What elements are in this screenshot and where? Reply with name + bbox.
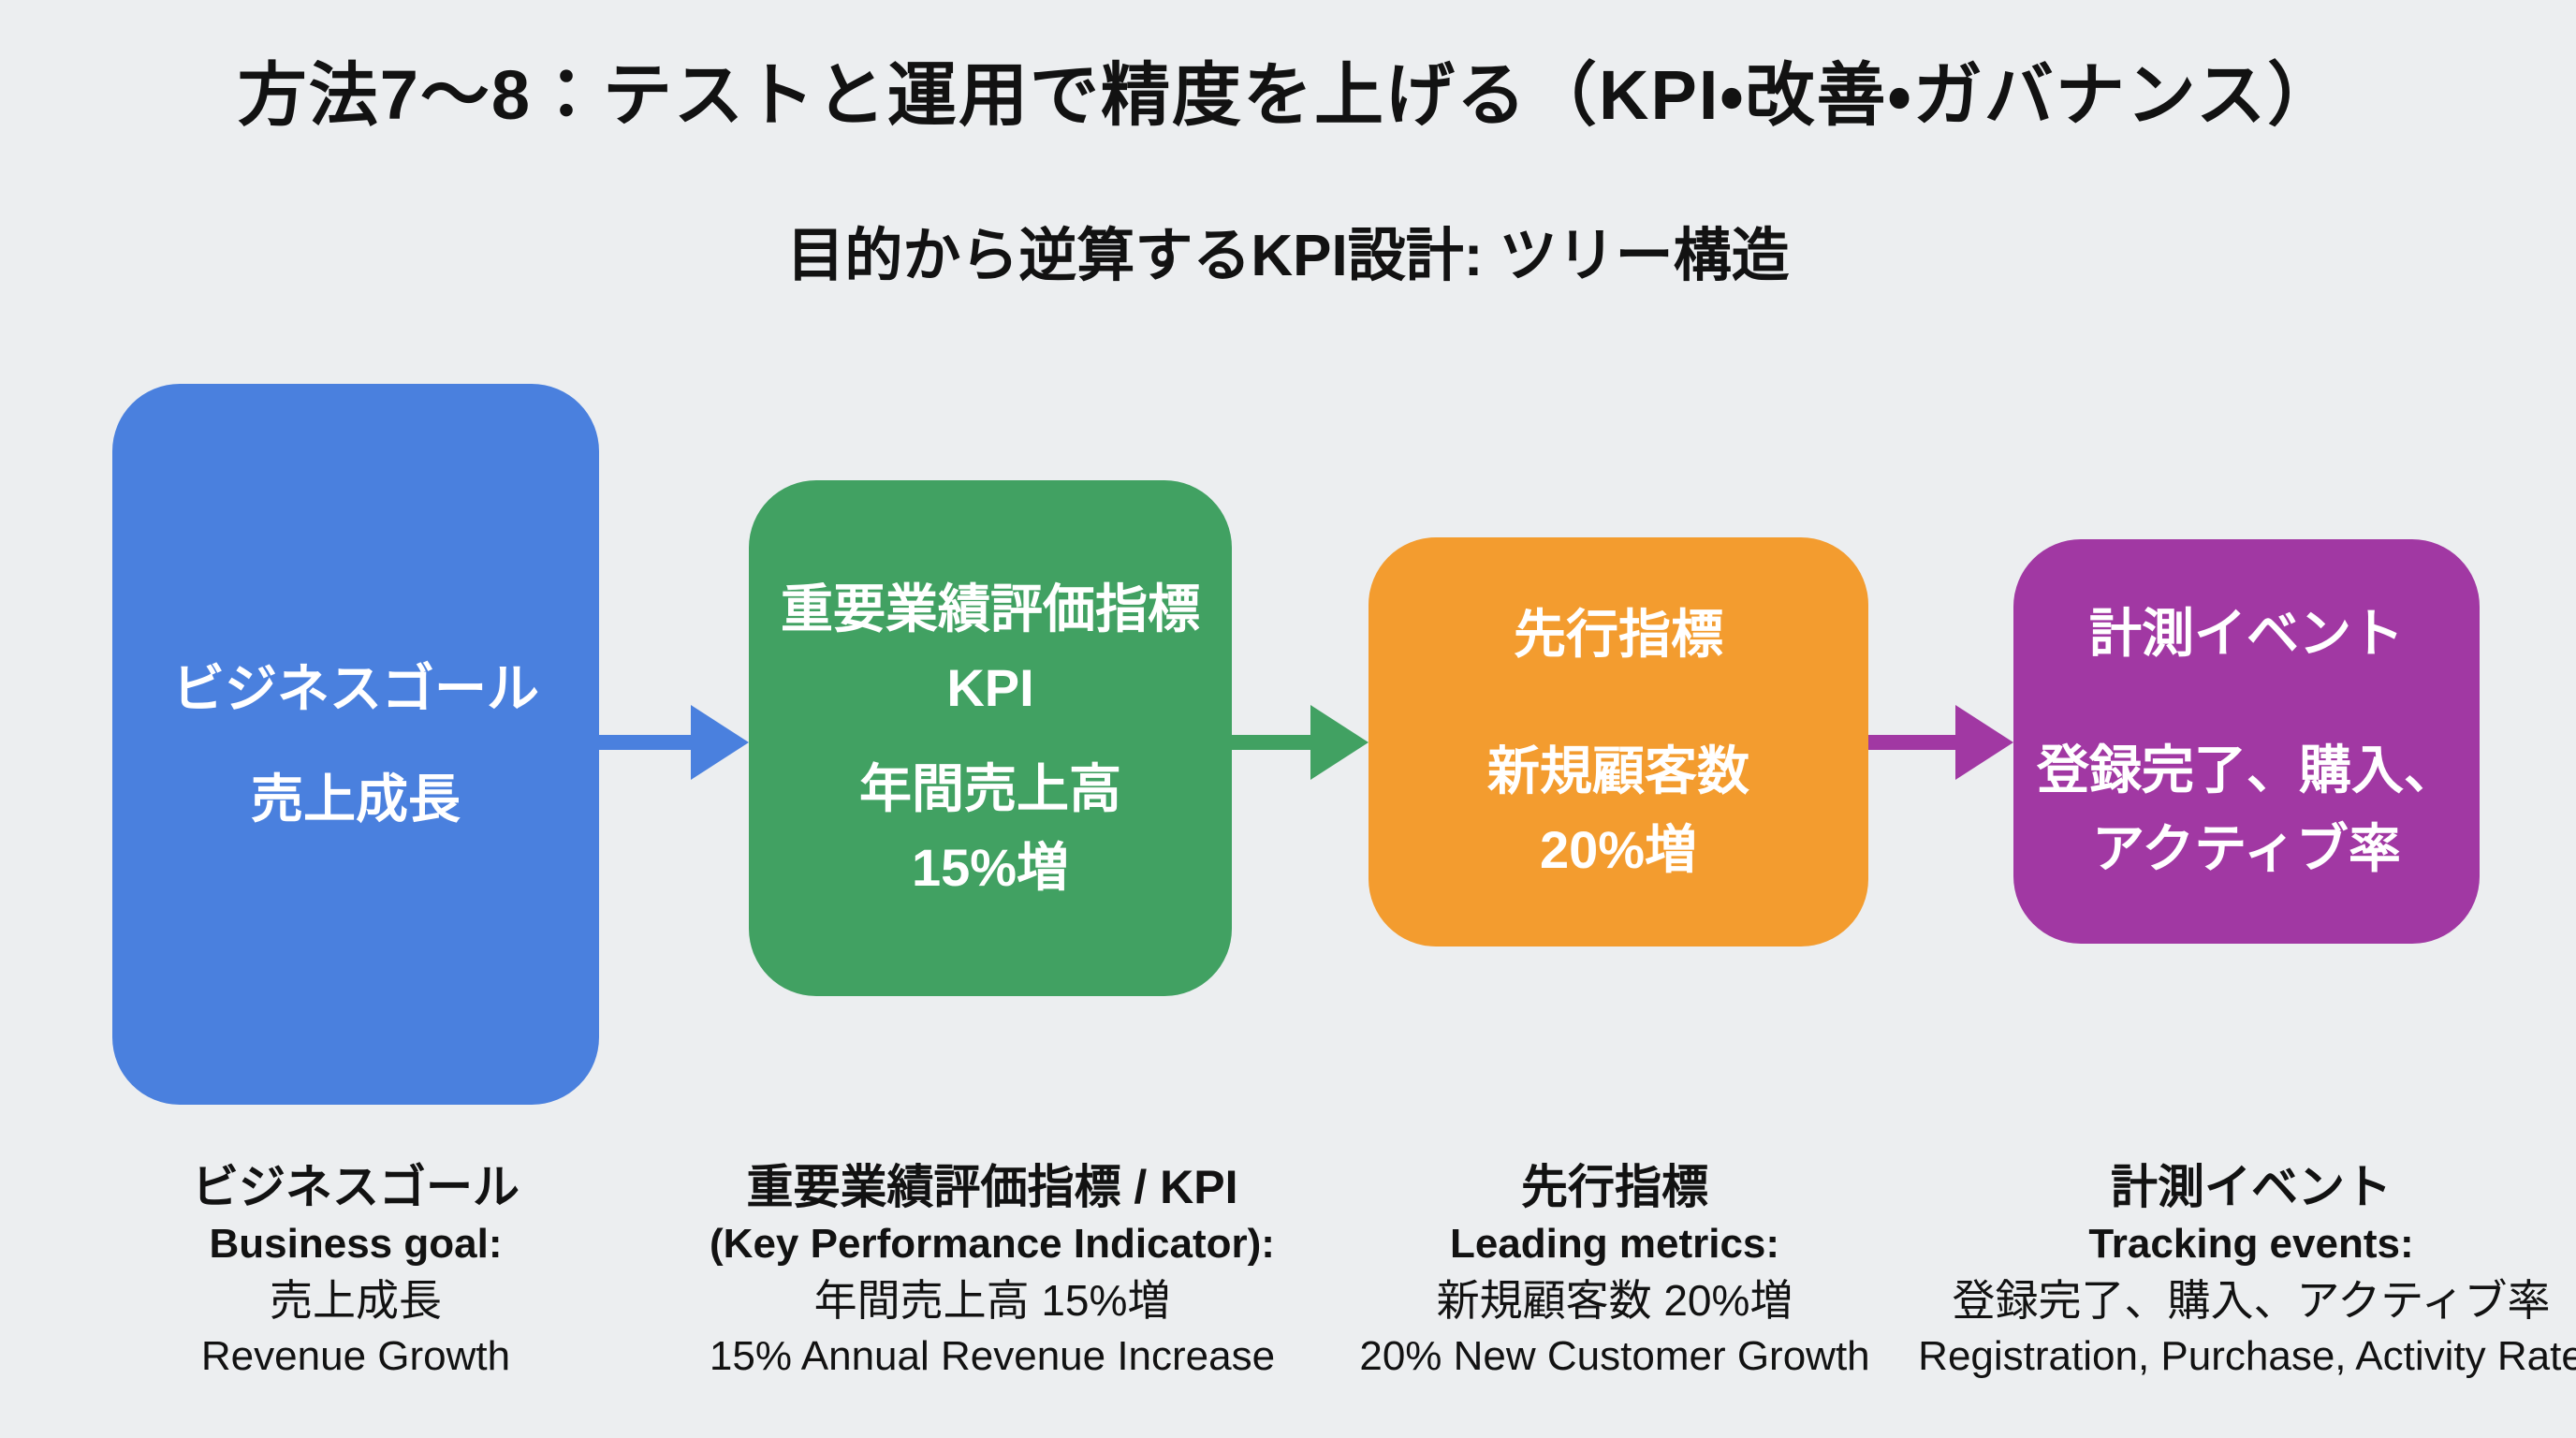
label-en-detail: 15% Annual Revenue Increase xyxy=(709,1333,1276,1379)
node-line: 年間売上高 xyxy=(859,758,1121,818)
node-line: 20%増 xyxy=(1539,819,1698,879)
node-line: 先行指標 xyxy=(1514,604,1723,664)
label-leading-metrics: 先行指標 Leading metrics: 新規顧客数 20%増 20% New… xyxy=(1315,1157,1914,1384)
label-en-detail: Revenue Growth xyxy=(200,1333,511,1379)
page-title: 方法7〜8：テストと運用で精度を上げる（KPI・改善・ガバナンス） xyxy=(237,56,2339,134)
node-text-group: 新規顧客数 20%増 xyxy=(1487,732,1749,889)
label-tracking-events: 計測イベント Tracking events: 登録完了、購入、アクティブ率 R… xyxy=(1914,1157,2576,1384)
arrow-kpi-to-leading-metrics xyxy=(1232,705,1368,780)
label-en-title: Business goal: xyxy=(209,1221,503,1267)
node-text-group: 重要業績評価指標 KPI xyxy=(781,570,1200,727)
label-kpi: 重要業績評価指標 / KPI (Key Performance Indicato… xyxy=(683,1157,1301,1384)
node-line: 新規顧客数 xyxy=(1487,741,1749,800)
node-leading-metrics: 先行指標 新規顧客数 20%増 xyxy=(1368,537,1868,946)
node-text-group: 計測イベント xyxy=(2089,594,2404,673)
arrow-stem xyxy=(599,735,695,750)
node-kpi: 重要業績評価指標 KPI 年間売上高 15%増 xyxy=(749,480,1232,996)
node-line: 重要業績評価指標 xyxy=(781,579,1200,638)
arrow-leading-metrics-to-tracking-events xyxy=(1868,705,2013,780)
node-text-group: 先行指標 xyxy=(1514,595,1723,674)
node-line: アクティブ率 xyxy=(2092,819,2401,878)
node-line: 登録完了、購入、 xyxy=(2037,741,2456,800)
label-en-title: Tracking events: xyxy=(2088,1221,2414,1267)
label-jp-detail: 年間売上高 15%増 xyxy=(813,1276,1171,1325)
label-en-detail: Registration, Purchase, Activity Rate xyxy=(1918,1333,2576,1379)
arrow-head-icon xyxy=(1955,705,2013,780)
node-text-group: ビジネスゴール xyxy=(172,650,539,728)
label-en-title: Leading metrics: xyxy=(1449,1221,1780,1267)
label-jp-title: 重要業績評価指標 / KPI xyxy=(746,1161,1238,1213)
label-jp-detail: 売上成長 xyxy=(270,1276,442,1325)
label-en-title: (Key Performance Indicator): xyxy=(710,1221,1275,1267)
node-text-group: 売上成長 xyxy=(251,760,461,839)
node-line: 売上成長 xyxy=(251,770,461,829)
label-jp-detail: 新規顧客数 20%増 xyxy=(1436,1276,1793,1325)
arrow-stem xyxy=(1868,735,1959,750)
arrow-stem xyxy=(1232,735,1314,750)
node-business-goal: ビジネスゴール 売上成長 xyxy=(112,384,599,1105)
node-text-group: 年間売上高 15%増 xyxy=(859,750,1121,907)
label-jp-title: 計測イベント xyxy=(2111,1161,2392,1213)
node-line: KPI xyxy=(946,657,1034,717)
arrow-business-to-kpi xyxy=(599,705,749,780)
node-line: 15%増 xyxy=(911,837,1070,897)
label-jp-title: ビジネスゴール xyxy=(192,1161,520,1213)
label-business-goal: ビジネスゴール Business goal: 売上成長 Revenue Grow… xyxy=(75,1157,637,1384)
label-jp-title: 先行指標 xyxy=(1521,1161,1708,1213)
node-text-group: 登録完了、購入、 アクティブ率 xyxy=(2037,731,2456,888)
node-line: 計測イベント xyxy=(2089,604,2404,663)
label-jp-detail: 登録完了、購入、アクティブ率 xyxy=(1952,1276,2551,1325)
arrow-head-icon xyxy=(1310,705,1368,780)
arrow-head-icon xyxy=(691,705,749,780)
node-line: ビジネスゴール xyxy=(172,659,539,718)
page-subtitle: 目的から逆算するKPI設計: ツリー構造 xyxy=(786,224,1790,288)
node-tracking-events: 計測イベント 登録完了、購入、 アクティブ率 xyxy=(2013,539,2480,944)
label-en-detail: 20% New Customer Growth xyxy=(1359,1333,1870,1379)
